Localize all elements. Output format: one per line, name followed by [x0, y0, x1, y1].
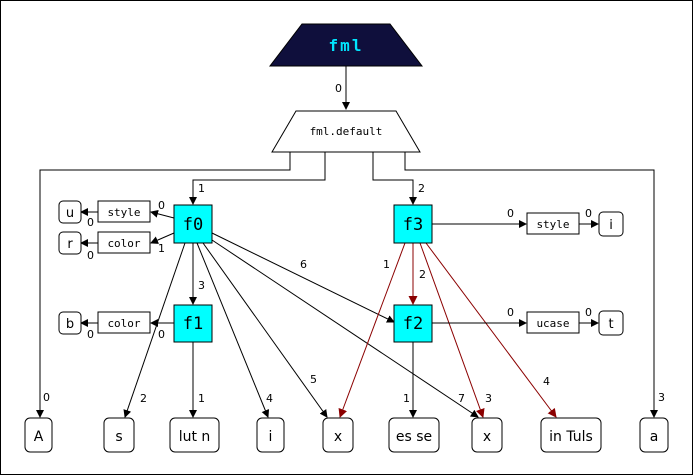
attribute-node-f2-ucase[interactable]: ucase — [526, 311, 580, 334]
leaf-label: lut n — [179, 429, 211, 445]
edge-label: 1 — [383, 258, 390, 271]
leaf-label: s — [115, 429, 122, 445]
edge-label: 3 — [658, 391, 665, 404]
edge-label: 0 — [87, 216, 94, 229]
edge-f0-s — [123, 242, 186, 418]
function-label: f1 — [183, 314, 203, 334]
edge-label: 1 — [403, 392, 410, 405]
edge-label: 7 — [458, 392, 465, 405]
function-node-f3[interactable]: f3 — [393, 204, 433, 244]
attribute-label: color — [107, 237, 140, 250]
edge-label: 0 — [335, 82, 342, 95]
value-label: b — [66, 317, 74, 332]
function-label: f0 — [183, 215, 203, 235]
edge-f0-x2 — [211, 239, 479, 418]
attribute-node-f0-style[interactable]: style — [97, 200, 151, 223]
edge-label: 0 — [87, 249, 94, 262]
function-node-f2[interactable]: f2 — [393, 304, 433, 343]
leaf-node-x-2[interactable]: x — [471, 417, 503, 453]
edge-f3-x2 — [419, 242, 485, 418]
edge-f0-f2 — [211, 232, 395, 323]
edge-label: 0 — [87, 328, 94, 341]
edge-label: 1 — [158, 242, 165, 255]
leaf-node-intuls[interactable]: in Tuls — [540, 417, 602, 453]
leaf-node-A[interactable]: A — [24, 417, 53, 453]
edges — [36, 66, 658, 418]
edge-label: 1 — [198, 182, 205, 195]
value-node-u[interactable]: u — [58, 200, 82, 224]
leaf-node-i[interactable]: i — [256, 417, 285, 453]
value-node-r[interactable]: r — [58, 231, 82, 255]
function-label: f2 — [403, 314, 423, 334]
edge-label: 0 — [507, 207, 514, 220]
leaf-label: a — [650, 429, 659, 445]
attribute-label: color — [107, 317, 140, 330]
edge-f3-intuls — [425, 242, 557, 418]
value-label: r — [67, 237, 73, 252]
leaf-node-s[interactable]: s — [103, 417, 135, 453]
attribute-label: style — [107, 206, 140, 219]
edge-label: 2 — [419, 268, 426, 281]
value-label: i — [609, 218, 613, 233]
edge-label: 2 — [418, 182, 425, 195]
edge-label: 0 — [507, 306, 514, 319]
root-label: fml — [329, 36, 364, 55]
edge-f3-x1 — [338, 242, 406, 418]
edge-label: 1 — [198, 392, 205, 405]
value-label: u — [66, 206, 74, 221]
leaf-node-a[interactable]: a — [639, 417, 669, 453]
leaf-label: x — [483, 429, 491, 445]
leaf-label: es se — [396, 429, 432, 445]
value-node-b[interactable]: b — [58, 311, 82, 335]
leaf-label: in Tuls — [549, 429, 593, 445]
edge-f0-i — [196, 242, 270, 418]
edge-label: 0 — [585, 306, 592, 319]
edge-default-a — [404, 152, 658, 418]
edge-label: 4 — [543, 375, 550, 388]
function-node-f0[interactable]: f0 — [173, 204, 213, 244]
leaf-label: A — [34, 429, 44, 445]
edge-f0-style — [150, 209, 175, 219]
leaf-node-lutn[interactable]: lut n — [169, 417, 220, 453]
edge-label: 5 — [310, 373, 317, 386]
default-node[interactable]: fml.default — [271, 110, 421, 153]
edge-label: 4 — [266, 392, 273, 405]
attribute-node-f1-color[interactable]: color — [97, 311, 151, 334]
edge-labels: 0 1 2 0 3 0 0 1 0 3 6 2 4 5 7 0 0 1 0 0 … — [43, 82, 665, 405]
edge-default-A — [36, 152, 291, 418]
edge-default-f3 — [372, 152, 417, 205]
root-node[interactable]: fml — [268, 23, 424, 67]
edge-label: 0 — [158, 328, 165, 341]
default-label: fml.default — [310, 125, 383, 138]
edge-label: 3 — [198, 279, 205, 292]
edge-label: 2 — [140, 392, 147, 405]
leaf-label: i — [269, 429, 273, 445]
leaf-label: x — [334, 429, 342, 445]
leaf-node-x-1[interactable]: x — [322, 417, 354, 453]
edge-label: 3 — [485, 392, 492, 405]
edge-label: 0 — [43, 391, 50, 404]
function-node-f1[interactable]: f1 — [173, 304, 213, 343]
edge-label: 6 — [300, 258, 307, 271]
value-node-i[interactable]: i — [598, 211, 624, 237]
value-node-t[interactable]: t — [598, 310, 624, 336]
attribute-node-f3-style[interactable]: style — [526, 212, 580, 235]
value-label: t — [608, 317, 613, 332]
edge-f0-color — [150, 232, 175, 244]
attribute-node-f0-color[interactable]: color — [97, 231, 151, 254]
leaf-node-esse[interactable]: es se — [388, 417, 440, 453]
attribute-label: style — [536, 218, 569, 231]
edge-f0-x1 — [202, 242, 328, 418]
edge-default-f0 — [189, 152, 326, 205]
edge-label: 0 — [158, 199, 165, 212]
edge-label: 0 — [585, 207, 592, 220]
attribute-label: ucase — [536, 317, 569, 330]
function-label: f3 — [403, 215, 423, 235]
